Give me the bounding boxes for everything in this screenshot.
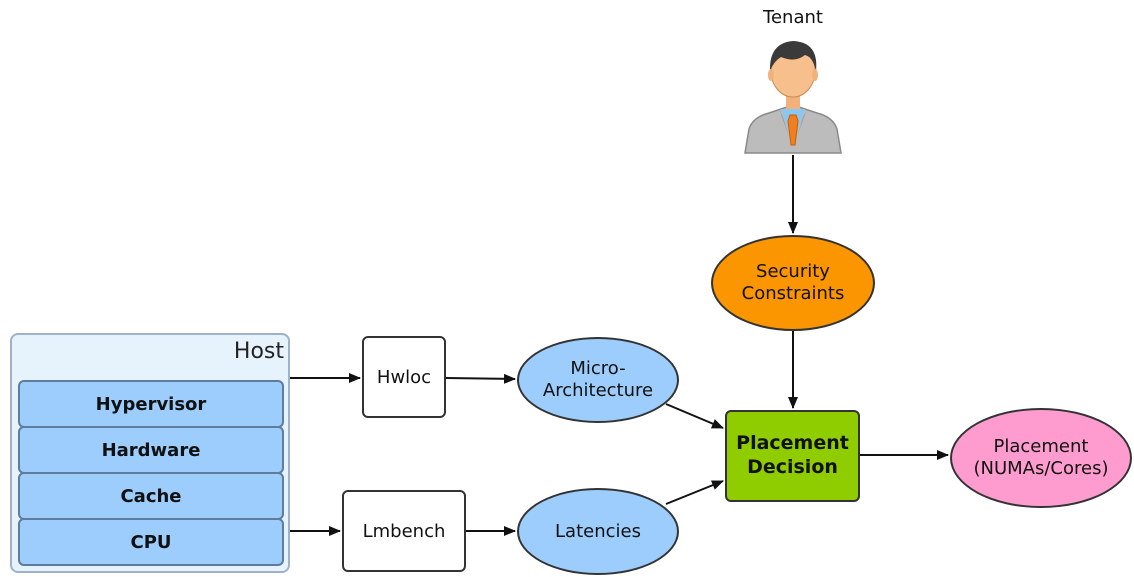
arrow-micro-to-decision	[665, 403, 724, 429]
security-constraints-node: Security Constraints	[711, 235, 875, 331]
placement-output-node: Placement (NUMAs/Cores)	[950, 408, 1132, 508]
layer-cpu: CPU	[18, 518, 284, 566]
layer-hypervisor: Hypervisor	[18, 380, 284, 428]
host-title: Host	[233, 339, 284, 364]
micro-architecture-node: Micro- Architecture	[517, 337, 679, 423]
layer-cache: Cache	[18, 472, 284, 520]
latencies-node: Latencies	[517, 488, 679, 575]
lmbench-box: Lmbench	[342, 490, 466, 572]
host-container: Host Hypervisor Hardware Cache CPU	[10, 333, 290, 573]
arrow-latencies-to-decision	[665, 480, 724, 505]
arrow-hwloc-to-micro	[445, 373, 516, 384]
businessman-icon	[744, 41, 842, 154]
tenant-label: Tenant	[763, 7, 823, 28]
placement-decision-box: Placement Decision	[725, 410, 860, 502]
layer-hardware: Hardware	[18, 426, 284, 474]
hwloc-box: Hwloc	[362, 336, 446, 418]
